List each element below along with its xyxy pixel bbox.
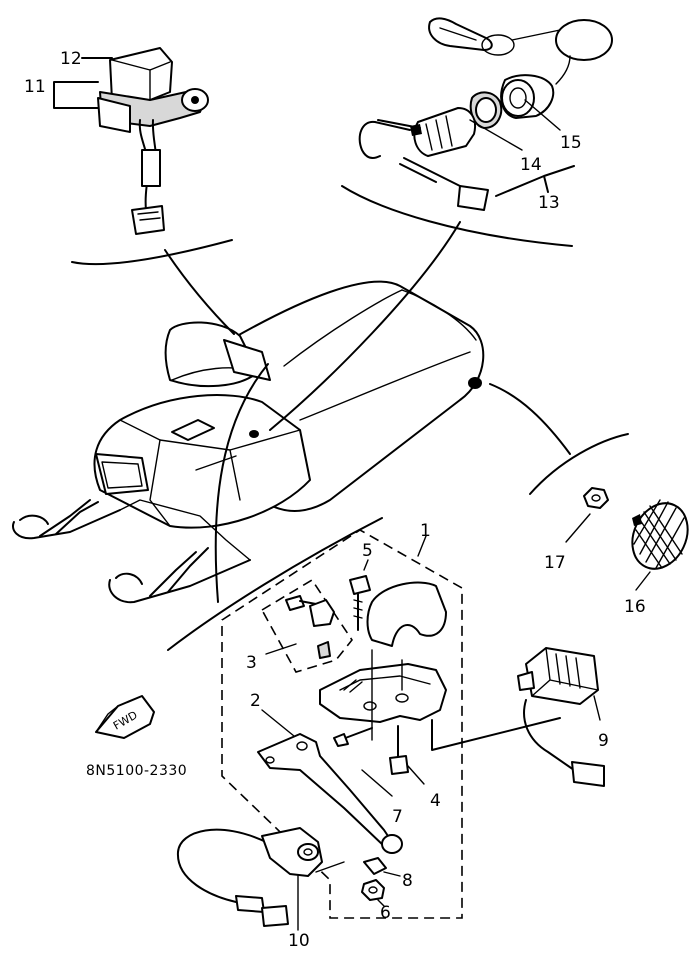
nut-6: [361, 879, 385, 901]
tail-lamp-16: [631, 499, 689, 591]
leader-switch-9: [431, 717, 561, 751]
diagram-part-code: 8N5100-2330: [86, 763, 187, 779]
callout-4: 4: [430, 791, 441, 811]
lamp-nut-17: [565, 487, 609, 543]
lever-cover: [366, 581, 447, 647]
relay-assembly: [97, 47, 209, 235]
leader-switch-to-sled: [269, 221, 461, 431]
leader-14: [469, 119, 523, 151]
leader-relay-to-sled: [164, 249, 235, 335]
bolt-4: [389, 725, 409, 775]
callout-12: 12: [60, 49, 82, 69]
leader-3: [265, 643, 297, 655]
callout-10: 10: [288, 931, 310, 951]
detail-divider-right-top: [341, 185, 573, 247]
screw-7-head: [333, 733, 349, 747]
leader-6: [377, 899, 385, 907]
callout-1: 1: [420, 521, 431, 541]
leader-15: [524, 99, 561, 131]
snowmobile-body: [12, 280, 485, 604]
detail-divider-right-mid: [529, 433, 629, 495]
leader-5: [363, 559, 369, 571]
assembly-axis-lines: [371, 649, 403, 741]
callout-8: 8: [402, 871, 413, 891]
callout-9: 9: [598, 731, 609, 751]
callout-3: 3: [246, 653, 257, 673]
leader-4: [407, 765, 425, 785]
leader-brake-to-sled: [214, 363, 269, 603]
detail-divider-lower: [167, 517, 383, 651]
sub-kit-3-parts: [285, 595, 335, 659]
callout-2: 2: [250, 691, 261, 711]
switch-9: [517, 647, 605, 787]
callout-6: 6: [380, 903, 391, 923]
leader-2: [261, 709, 295, 737]
lever-bracket: [319, 663, 447, 723]
callout-bracket-11-12: [53, 57, 113, 109]
leader-lamp-to-sled: [489, 383, 571, 455]
callout-5: 5: [362, 541, 373, 561]
callout-14: 14: [520, 155, 542, 175]
callout-11: 11: [24, 77, 46, 97]
leader-8: [383, 871, 401, 877]
washer-8: [363, 857, 387, 875]
brake-lever-2: [257, 733, 403, 854]
bolt-5: [349, 575, 371, 631]
detail-divider-left: [71, 239, 233, 266]
forward-direction-arrow: FWD: [95, 695, 155, 739]
brake-lever-kit-outline: [221, 529, 463, 919]
sub-kit-3-outline: [260, 578, 353, 673]
brake-switch-10: [176, 827, 345, 927]
callout-bracket-13: [495, 165, 575, 197]
callout-16: 16: [624, 597, 646, 617]
main-switch-assembly: [358, 17, 613, 211]
leader-7: [361, 769, 393, 797]
callout-17: 17: [544, 553, 566, 573]
callout-7: 7: [392, 807, 403, 827]
callout-15: 15: [560, 133, 582, 153]
callout-13: 13: [538, 193, 560, 213]
